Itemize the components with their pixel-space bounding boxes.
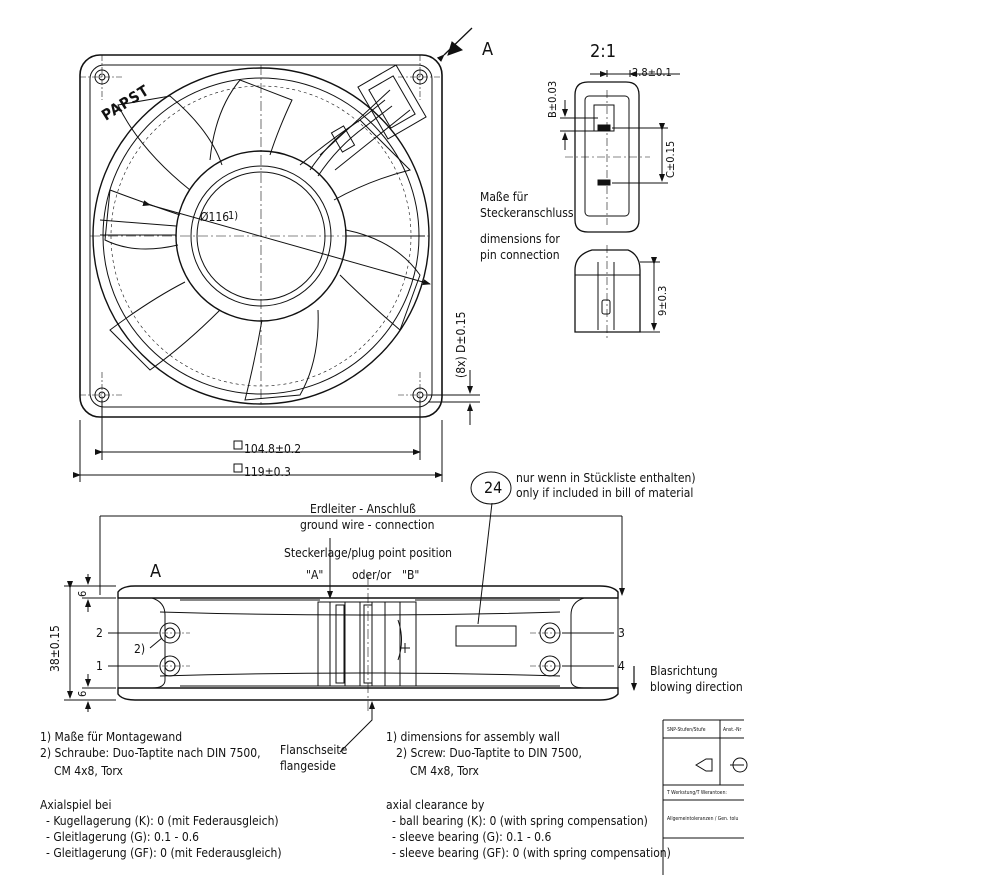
blow-direction-en: blowing direction [650,680,743,694]
top-dimension-lines [73,370,480,482]
mark-1: 1 [96,659,103,673]
ground-wire-en: ground wire - connection [300,518,435,532]
dia-116-label: Ø116 [200,210,230,224]
note-de-2: 2) Schraube: Duo-Taptite nach DIN 7500, [40,746,261,760]
mark-4: 4 [618,659,625,673]
title-block-gen: Allgemeintoleranzen / Gen. tolu [667,816,739,822]
axial-de-line-1: - Kugellagerung (K): 0 (mit Federausglei… [46,814,279,828]
callout-note-en: only if included in bill of material [516,486,694,500]
dim-9-label: 9±0.3 [656,285,669,316]
axial-en-line-1: - ball bearing (K): 0 (with spring compe… [392,814,648,828]
connector-housing [357,64,427,140]
callout-note-de: nur wenn in Stückliste enthalten) [516,471,696,485]
axial-de-line-3: - Gleitlagerung (GF): 0 (mit Federausgle… [46,846,282,860]
blow-direction-de: Blasrichtung [650,664,718,678]
plug-position-label: Steckerlage/plug point position [284,546,453,560]
dia-116-note: 1) [228,209,239,222]
title-block [662,719,748,875]
connector-detail [560,70,680,340]
fan-blades [104,79,421,401]
pin-dim-en-2: pin connection [480,248,560,262]
view-arrow-a [436,27,473,63]
scale-label: 2:1 [590,41,617,62]
note-en-3: CM 4x8, Torx [410,764,479,778]
pin-dim-de-1: Maße für [480,190,528,204]
axial-de-line-2: - Gleitlagerung (G): 0.1 - 0.6 [46,830,200,844]
ground-wire-de: Erdleiter - Anschluß [310,502,416,516]
motor-hub [317,601,417,687]
pin-dim-de-2: Steckeranschluss [480,206,574,220]
note-en-1: 1) dimensions for assembly wall [386,730,560,744]
mark-3: 3 [618,626,625,640]
callout-24-circle [470,471,512,505]
dim-6-bot-label: 6 [76,690,89,697]
dim-b-label: B±0.03 [546,80,559,118]
title-block-h2: Anst.-Nr [723,727,742,733]
dim-6-top-label: 6 [76,590,89,597]
holes-label: (8x) D±0.15 [454,311,468,379]
note-en-2: 2) Screw: Duo-Taptite to DIN 7500, [396,746,582,760]
dim-104-label: 104.8±0.2 [244,442,302,456]
note-de-1: 1) Maße für Montagewand [40,730,183,744]
axial-de-title: Axialspiel bei [40,798,112,812]
plug-pos-a: "A" [306,568,324,582]
fan-side-view [64,502,637,753]
mark-2: 2 [96,626,103,640]
dim-119-label: 119±0.3 [244,465,291,479]
title-block-tol: T Werkstung/T Werantoen: [667,790,727,796]
axial-en-line-2: - sleeve bearing (G): 0.1 - 0.6 [392,830,552,844]
title-block-h1: SNP-Stufen/Stufe [667,727,706,733]
dim-2-8-label: 2.8±0.1 [632,66,672,79]
plug-oder: oder/or [352,568,392,582]
flange-side-en: flangeside [280,759,336,773]
view-label-a-side: A [150,561,162,582]
dim-38-label: 38±0.15 [48,625,62,672]
callout-24-number: 24 [484,478,503,497]
fan-front-view [79,27,473,418]
fan-frame-outer [79,54,443,418]
view-label-a-top: A [482,39,494,60]
dim-c-label: C±0.15 [664,140,677,178]
axial-en-line-3: - sleeve bearing (GF): 0 (with spring co… [392,846,671,860]
pin-dim-en-1: dimensions for [480,232,560,246]
plug-pos-b: "B" [402,568,420,582]
label-area [455,625,517,647]
mark-2-paren: 2) [134,642,146,656]
note-de-3: CM 4x8, Torx [54,764,123,778]
axial-en-title: axial clearance by [386,798,485,812]
flange-side-de: Flanschseite [280,743,348,757]
